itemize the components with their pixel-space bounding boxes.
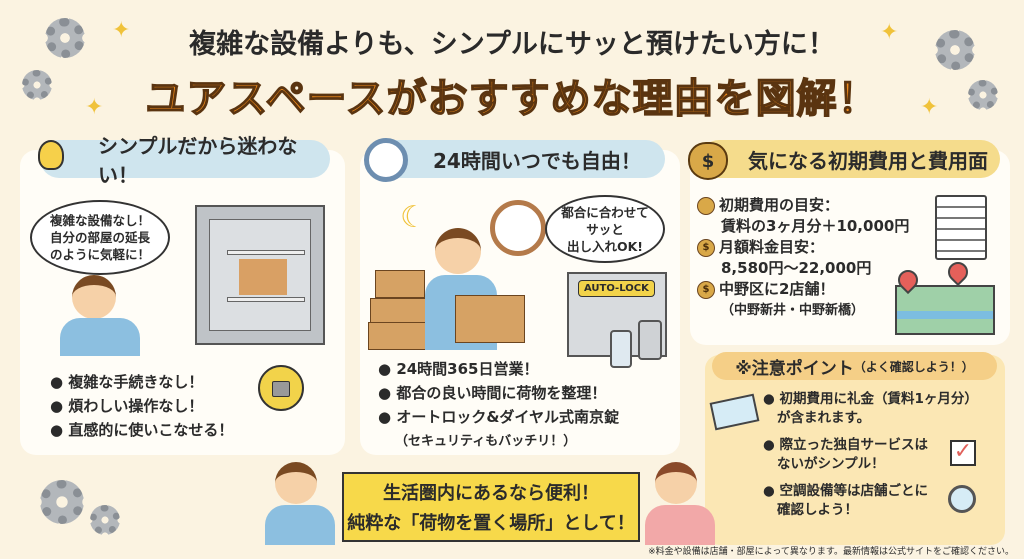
sparkle-icon: ✦ <box>112 18 131 43</box>
money-bag-icon: $ <box>688 142 728 180</box>
panel-header-text: 気になる初期費用と費用面 <box>748 148 988 173</box>
padlock-icon <box>258 365 304 411</box>
panel-24h-header: 24時間いつでも自由！ <box>375 140 665 178</box>
gear-icon <box>45 18 85 58</box>
security-note: （セキュリティもバッチリ！） <box>395 434 577 449</box>
gear-icon <box>968 80 998 110</box>
magnifier-icon <box>948 485 976 513</box>
bubble-line: 複雑な設備なし！ <box>49 213 150 228</box>
person-illustration <box>435 228 481 274</box>
person-body <box>265 505 335 545</box>
sparkle-icon: ✦ <box>880 20 899 45</box>
cost-label: 月額料金目安： <box>719 238 825 256</box>
moon-icon: ☾ <box>400 200 427 235</box>
cost-list: 初期費用の目安： 賃料の3ヶ月分＋10,000円 $月額料金目安： 8,580円… <box>697 195 909 321</box>
cardboard-box <box>370 298 428 323</box>
caution-line: 初期費用に礼金（賃料1ヶ月分） <box>763 390 977 409</box>
checkbox-icon: ✓ <box>950 440 976 466</box>
caution-line: 際立った独自サービスは <box>763 436 978 455</box>
cost-item: 初期費用の目安： <box>697 195 909 216</box>
bubble-line: 出し入れOK! <box>566 238 643 254</box>
bullet-item: 複雑な手続きなし！ <box>50 370 233 394</box>
keypad-icon <box>638 320 662 360</box>
bubble-line: 都合に合わせて <box>561 204 649 220</box>
cost-item: $月額料金目安： <box>697 237 909 258</box>
clock-icon <box>364 138 408 182</box>
cost-value: 賃料の3ヶ月分＋10,000円 <box>721 217 910 235</box>
panel-header-text: 24時間いつでも自由！ <box>433 148 641 173</box>
bubble-line: 自分の部屋の延長 <box>49 230 150 245</box>
cost-label: 中野区に2店舗！ <box>719 280 835 298</box>
panel-24h-bullets: 24時間365日営業！ 都合の良い時間に荷物を整理！ オートロック&ダイヤル式南… <box>378 357 619 429</box>
banner-line2: 純粋な「荷物を置く場所」として！ <box>347 513 635 534</box>
money-bag-icon: $ <box>697 238 715 257</box>
caution-header: ※注意ポイント（よく確認しよう！） <box>712 352 997 380</box>
cost-value: 8,580円〜22,000円 <box>721 259 872 277</box>
title-line1: 複雑な設備よりも、シンプルにサッと預けたい方に！ <box>189 29 835 60</box>
gear-icon <box>40 480 84 524</box>
panel-cost-header: 気になる初期費用と費用面 <box>700 140 1000 178</box>
cardboard-box <box>375 270 425 298</box>
caution-line: ないがシンプル！ <box>777 456 885 472</box>
page-title: ユアスペースがおすすめな理由を図解！ <box>145 75 879 123</box>
auto-lock-label: AUTO-LOCK <box>578 280 655 297</box>
caution-bullets: 初期費用に礼金（賃料1ヶ月分）が含まれます。 際立った独自サービスはないがシンプ… <box>763 390 978 520</box>
cardboard-box <box>368 322 430 350</box>
storage-locker-illustration <box>195 205 325 345</box>
speech-bubble: 都合に合わせてサッと出し入れOK! <box>545 195 665 263</box>
person-body <box>60 318 140 356</box>
gear-icon <box>22 70 52 100</box>
panel-simple-bullets: 複雑な手続きなし！ 煩わしい操作なし！ 直感的に使いこなせる！ <box>50 370 233 442</box>
sparkle-icon: ✦ <box>85 95 104 120</box>
bottom-banner: 生活圏内にあるなら便利！ 純粋な「荷物を置く場所」として！ <box>342 472 640 542</box>
map-icon <box>895 285 995 335</box>
panel-simple-header: シンプルだから迷わない！ <box>40 134 330 187</box>
document-icon <box>935 195 987 260</box>
bullet-item: 24時間365日営業！ <box>378 357 619 381</box>
bullet-item: 直感的に使いこなせる！ <box>50 418 233 442</box>
bullet-item: オートロック&ダイヤル式南京錠 <box>378 405 619 429</box>
bubble-line: のように気軽に！ <box>49 247 150 262</box>
woman-thumbs-up-illustration <box>655 462 697 504</box>
bubble-line: サッと <box>586 221 624 237</box>
wall-clock-illustration <box>490 200 546 256</box>
cardboard-box <box>455 295 525 343</box>
bullet-item: 煩わしい操作なし！ <box>50 394 233 418</box>
gear-icon <box>935 30 975 70</box>
person-body <box>645 505 715 545</box>
footnote: ※料金や設備は店舗・部屋によって異なります。最新情報は公式サイトをご確認ください… <box>648 547 1014 557</box>
banner-line1: 生活圏内にあるなら便利！ <box>383 483 599 504</box>
caution-title: ※注意ポイント <box>735 358 854 379</box>
gear-icon <box>90 505 120 535</box>
person-illustration <box>72 275 116 319</box>
panel-header-text: シンプルだから迷わない！ <box>98 134 298 187</box>
money-bag-icon: $ <box>697 280 715 299</box>
cost-item: $中野区に2店舗！ <box>697 279 909 300</box>
caution-item: 初期費用に礼金（賃料1ヶ月分）が含まれます。 <box>763 390 978 428</box>
caution-subtitle: （よく確認しよう！） <box>853 359 974 374</box>
caution-line: が含まれます。 <box>777 410 871 426</box>
sparkle-icon: ✦ <box>920 95 939 120</box>
coins-icon <box>697 196 715 215</box>
caution-line: 空調設備等は店舗ごとに <box>763 482 978 501</box>
cost-label: 初期費用の目安： <box>719 196 840 214</box>
man-thumbs-up-illustration <box>275 462 317 504</box>
caution-line: 確認しよう！ <box>777 502 858 518</box>
lightbulb-icon <box>38 140 64 170</box>
bullet-item: 都合の良い時間に荷物を整理！ <box>378 381 619 405</box>
speech-bubble: 複雑な設備なし！ 自分の部屋の延長のように気軽に！ <box>30 200 170 275</box>
cost-value: （中野新井・中野新橋） <box>721 303 865 318</box>
